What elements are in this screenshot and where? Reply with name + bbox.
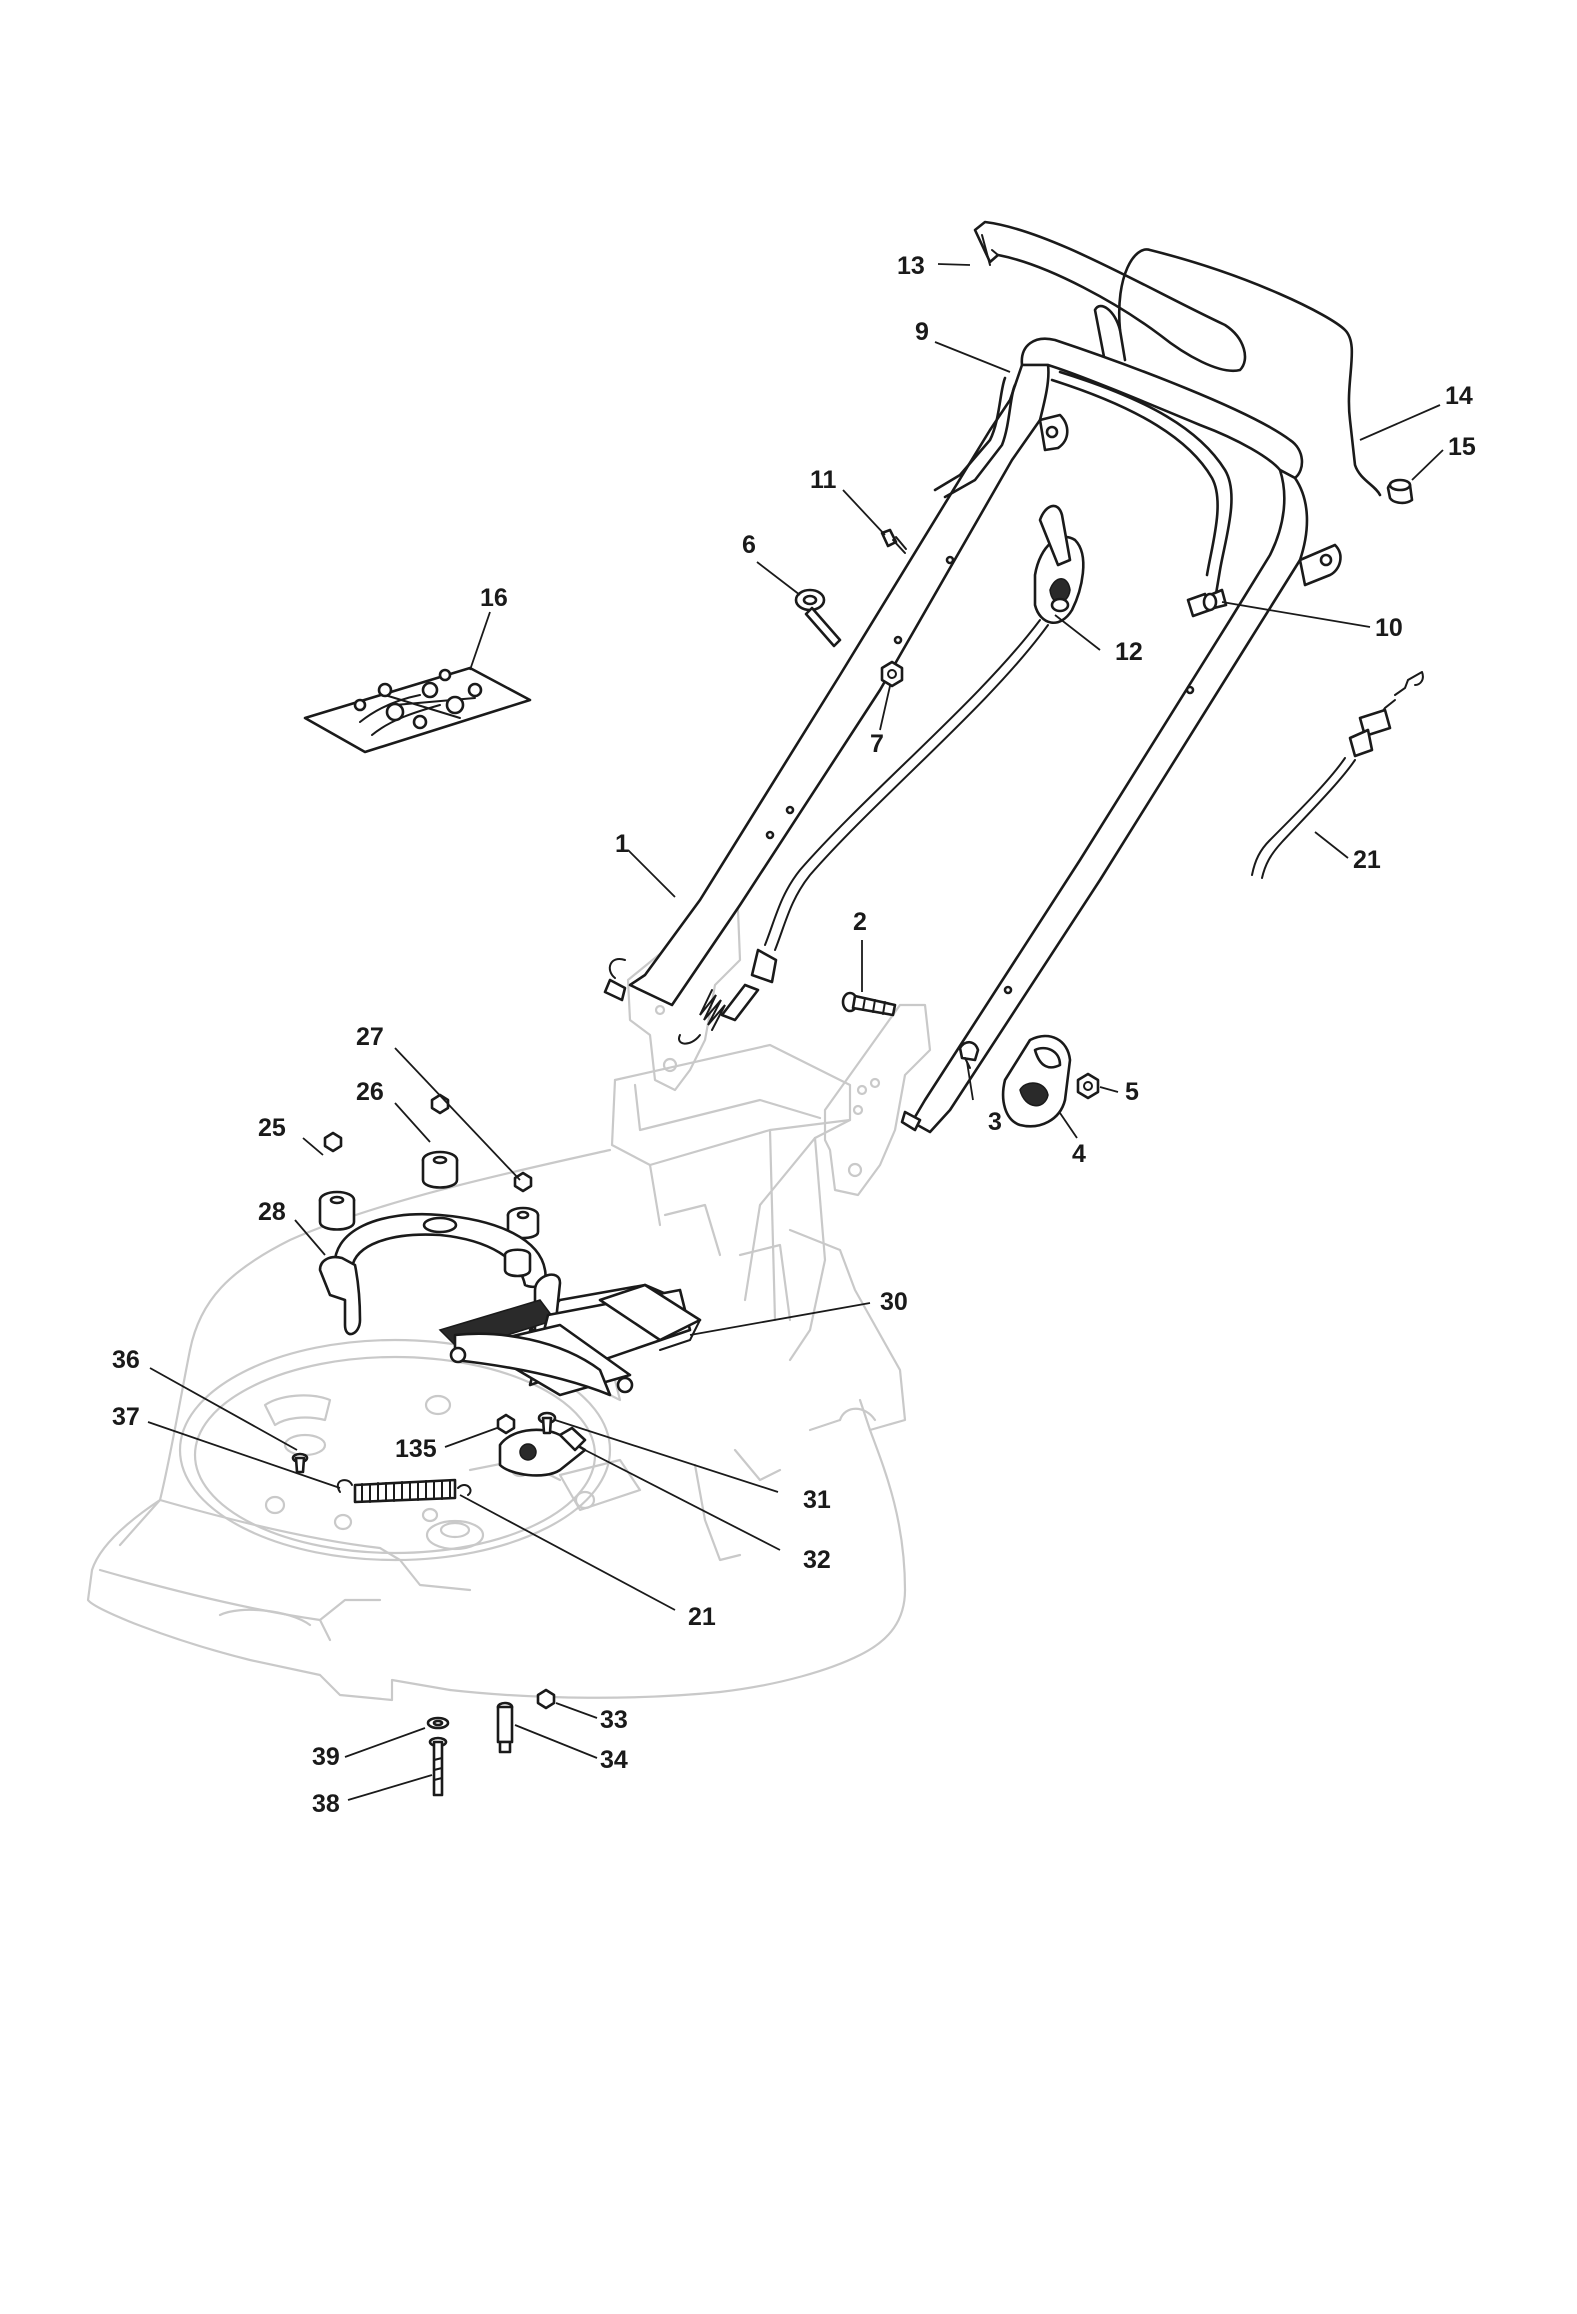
callout-4: 4 — [1072, 1140, 1086, 1168]
handle-knob-screw — [794, 588, 842, 648]
washer-39 — [426, 1716, 450, 1730]
callout-39: 39 — [312, 1743, 340, 1771]
callout-135: 135 — [395, 1435, 437, 1463]
callout-25: 25 — [258, 1114, 286, 1142]
hardware-bag — [303, 666, 532, 754]
cable-clip — [1186, 592, 1218, 618]
rubber-buffer-nut-25 — [323, 1131, 343, 1153]
callout-32: 32 — [803, 1546, 831, 1574]
callout-26: 26 — [356, 1078, 384, 1106]
callout-21: 21 — [688, 1603, 716, 1631]
carriage-bolt — [841, 991, 897, 1017]
throttle-control — [1033, 504, 1085, 625]
drive-cable — [1251, 671, 1424, 879]
pivot-pin-34 — [496, 1701, 514, 1754]
callout-36: 36 — [112, 1346, 140, 1374]
callout-33: 33 — [600, 1706, 628, 1734]
callout-labels: 13 9 14 15 11 6 16 10 12 7 21 1 2 27 26 … — [112, 252, 1476, 1818]
screw — [880, 528, 907, 554]
callout-1: 1 — [615, 830, 629, 858]
callout-30: 30 — [880, 1288, 908, 1316]
callout-7: 7 — [870, 730, 884, 758]
callout-27: 27 — [356, 1023, 384, 1051]
callout-6: 6 — [742, 531, 756, 559]
screw-31 — [537, 1411, 557, 1435]
callout-28: 28 — [258, 1198, 286, 1226]
nut-33 — [536, 1688, 556, 1710]
upper-handle — [973, 220, 1382, 497]
rubber-buffer-28 — [318, 1190, 356, 1231]
handle-knob-assembly — [958, 1034, 1100, 1128]
bracket-plate — [498, 1426, 587, 1477]
callout-15: 15 — [1448, 433, 1476, 461]
bail-bushing — [1386, 478, 1414, 505]
callout-3: 3 — [988, 1108, 1002, 1136]
callout-11: 11 — [810, 466, 837, 494]
callout-37: 37 — [112, 1403, 140, 1431]
nut — [880, 660, 904, 688]
buffer-ring — [318, 1212, 547, 1336]
callout-2: 2 — [853, 908, 867, 936]
callout-31: 31 — [803, 1486, 831, 1514]
leader-lines — [147, 263, 1444, 1801]
callout-38: 38 — [312, 1790, 340, 1818]
rubber-buffer-nut-27 — [513, 1171, 533, 1193]
callout-9: 9 — [915, 318, 929, 346]
callout-10: 10 — [1375, 614, 1403, 642]
callout-12: 12 — [1115, 638, 1143, 666]
rear-deflector-flap — [438, 1273, 702, 1397]
callout-21: 21 — [1353, 846, 1381, 874]
throttle-cable — [678, 619, 1049, 1045]
bolt-38 — [428, 1736, 448, 1797]
callout-14: 14 — [1445, 382, 1473, 410]
handle-mount-bracket-right — [823, 1003, 932, 1197]
rubber-buffer-26 — [421, 1150, 459, 1189]
rubber-buffer-nut-26 — [430, 1093, 450, 1115]
screw-36 — [291, 1452, 309, 1474]
mower-deck-outline — [86, 1043, 907, 1702]
nut-135 — [496, 1413, 516, 1435]
callout-5: 5 — [1125, 1078, 1139, 1106]
tension-spring — [336, 1478, 472, 1504]
callout-34: 34 — [600, 1746, 628, 1774]
handle-frame — [603, 337, 1342, 1134]
callout-16: 16 — [480, 584, 508, 612]
cable-guide-wire — [933, 370, 1233, 610]
callout-13: 13 — [897, 252, 925, 280]
